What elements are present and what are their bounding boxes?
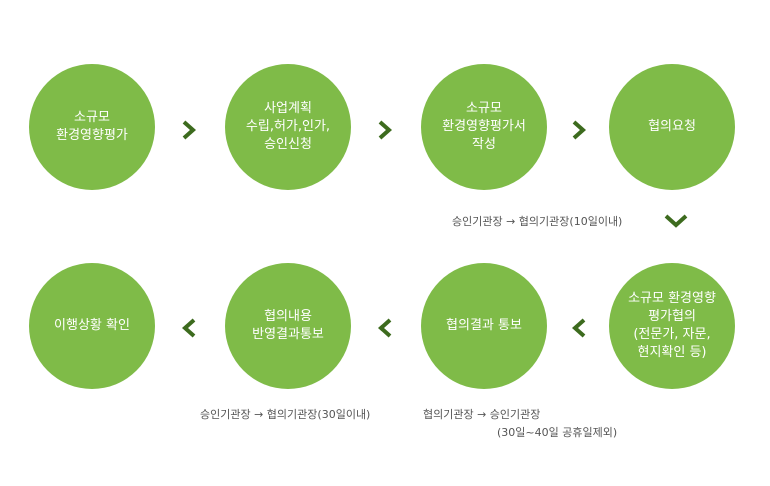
step-consult-request: 협의요청 xyxy=(609,64,735,190)
step-small-eia: 소규모 환경영향평가 xyxy=(29,64,155,190)
note-request-period: 승인기관장 → 협의기관장(10일이내) xyxy=(452,215,623,228)
step-result-notice: 협의결과 통보 xyxy=(421,263,547,389)
arrow-left-icon xyxy=(568,317,590,339)
step-label: 소규모 환경영향평가서 작성 xyxy=(442,101,526,152)
arrow-right-icon xyxy=(568,119,590,141)
step-label: 소규모 환경영향평가 xyxy=(56,110,128,143)
note-result-direction: 협의기관장 → 승인기관장 xyxy=(423,408,541,421)
step-reflect-notice: 협의내용 반영결과통보 xyxy=(225,263,351,389)
arrow-right-icon xyxy=(374,119,396,141)
arrow-right-icon xyxy=(178,119,200,141)
step-business-plan: 사업계획 수립,허가,인가, 승인신청 xyxy=(225,64,351,190)
step-label: 소규모 환경영향 평가협의 (전문가, 자문, 현지확인 등) xyxy=(628,291,716,360)
arrow-down-icon xyxy=(662,210,690,232)
note-reflect-period: 승인기관장 → 협의기관장(30일이내) xyxy=(200,408,371,421)
step-write-report: 소규모 환경영향평가서 작성 xyxy=(421,64,547,190)
step-eia-consultation: 소규모 환경영향 평가협의 (전문가, 자문, 현지확인 등) xyxy=(609,263,735,389)
step-implementation-check: 이행상황 확인 xyxy=(29,263,155,389)
step-label: 협의내용 반영결과통보 xyxy=(252,309,324,342)
step-label: 이행상황 확인 xyxy=(54,318,130,333)
step-label: 협의결과 통보 xyxy=(446,318,522,333)
note-result-period: (30일~40일 공휴일제외) xyxy=(497,426,618,439)
step-label: 사업계획 수립,허가,인가, 승인신청 xyxy=(245,101,331,152)
step-label: 협의요청 xyxy=(648,119,696,134)
arrow-left-icon xyxy=(178,317,200,339)
arrow-left-icon xyxy=(374,317,396,339)
